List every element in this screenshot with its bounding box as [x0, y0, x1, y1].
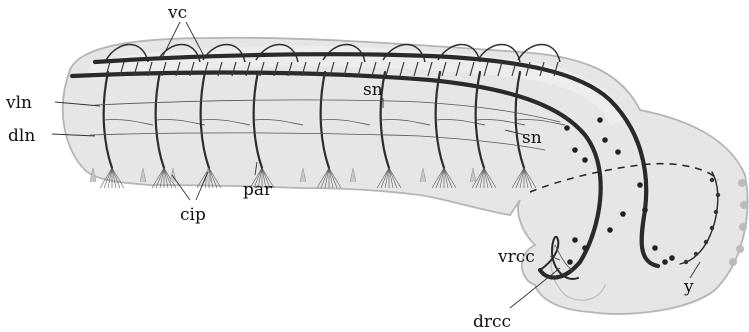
terminal-dot	[662, 259, 668, 265]
label-drcc: drcc	[473, 312, 511, 332]
label-dln: dln	[8, 126, 35, 146]
label-sn-top: sn	[363, 80, 383, 100]
label-vln: vln	[5, 93, 32, 113]
posterior-ganglion	[714, 210, 718, 214]
terminal-dot	[615, 149, 621, 155]
terminal-dot	[572, 147, 578, 153]
terminal-dot	[602, 137, 608, 143]
posterior-ganglion	[716, 193, 720, 197]
terminal-dot	[582, 157, 588, 163]
posterior-ganglion	[710, 226, 714, 230]
posterior-ganglion	[684, 260, 688, 264]
terminal-dot	[652, 245, 658, 251]
terminal-dot	[567, 259, 573, 265]
posterior-ganglion	[704, 240, 708, 244]
label-y: y	[683, 277, 694, 297]
label-cip: cip	[180, 205, 206, 225]
terminal-dot	[572, 237, 578, 243]
terminal-dot	[564, 125, 570, 131]
posterior-ganglion	[694, 252, 698, 256]
terminal-dot	[669, 255, 675, 261]
terminal-dot	[642, 207, 648, 213]
label-vrcc: vrcc	[497, 247, 535, 267]
label-sn-right: sn	[522, 128, 542, 148]
terminal-dot	[607, 227, 613, 233]
terminal-dot	[582, 245, 588, 251]
label-vc: vc	[167, 3, 187, 23]
terminal-dot	[597, 117, 603, 123]
label-par: par	[243, 180, 273, 200]
posterior-ganglion	[710, 178, 714, 182]
terminal-dot	[637, 182, 643, 188]
terminal-dot	[620, 211, 626, 217]
